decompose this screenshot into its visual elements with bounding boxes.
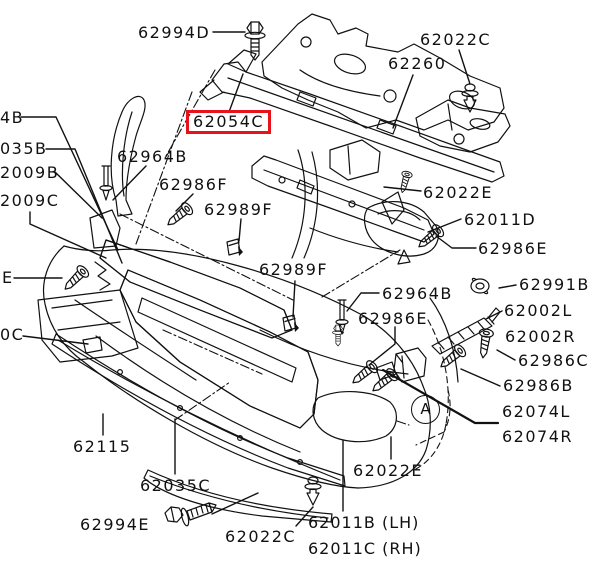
radiator-support-panel [261, 13, 505, 131]
part-label-62991b: 62991B [519, 275, 590, 294]
circled-a-marker: A [411, 395, 440, 424]
grommet-icon [470, 277, 490, 295]
screw-icon [347, 358, 381, 389]
air-guide-bracket [309, 201, 439, 265]
part-label-62022e-2: 62022E [353, 461, 424, 480]
part-label-2009c-partial: 2009C [0, 191, 60, 210]
lower-molding-strip [143, 469, 333, 523]
part-label-62074l: 62074L [502, 402, 571, 421]
bolt-icon [244, 21, 266, 61]
airdam-strip [51, 333, 346, 487]
lower-crossmember [251, 139, 435, 243]
part-label-62002r: 62002R [505, 327, 577, 346]
square-clip-icon [226, 238, 244, 257]
part-label-62260: 62260 [388, 54, 447, 73]
part-label-62022e-1: 62022E [423, 183, 494, 202]
part-label-4b-partial: 4B [0, 108, 25, 127]
part-label-e-partial: E [2, 268, 14, 287]
part-label-62011c-rh: 62011C (RH) [308, 539, 422, 558]
pin-clip-icon [99, 165, 113, 201]
lower-grille-mesh [119, 269, 319, 429]
part-label-62986f: 62986F [159, 175, 229, 194]
part-label-2009b-partial: 2009B [0, 163, 60, 182]
part-label-62002l: 62002L [504, 301, 573, 320]
leader-lines [13, 31, 517, 527]
part-label-62035c: 62035C [140, 476, 212, 495]
part-label-035b-partial: 035B [0, 139, 48, 158]
part-label-62022c-top: 62022C [420, 30, 492, 49]
part-label-62011d: 62011D [464, 210, 537, 229]
fender-edge [89, 95, 146, 291]
screw-icon [162, 200, 196, 231]
part-label-0c-partial: 0C [0, 325, 25, 344]
part-label-62986b: 62986B [503, 376, 574, 395]
part-label-62989f-2: 62989F [259, 260, 329, 279]
license-bracket [37, 289, 139, 363]
part-label-62994e: 62994E [80, 515, 151, 534]
part-label-62964b-2: 62964B [382, 284, 453, 303]
part-label-62986c: 62986C [518, 351, 590, 370]
part-label-62011b-lh: 62011B (LH) [308, 513, 420, 532]
part-label-62986e-2: 62986E [358, 309, 429, 328]
fog-lamp-bracket [375, 297, 459, 446]
screw-icon [59, 263, 92, 295]
part-label-62964b-1: 62964B [117, 147, 188, 166]
square-clip-icon [282, 314, 300, 333]
part-label-62074r: 62074R [502, 427, 574, 446]
push-clip-icon [304, 476, 322, 506]
support-side-bracket [415, 99, 511, 153]
part-label-62989f-1: 62989F [204, 200, 274, 219]
side-hatched-strip [431, 307, 501, 355]
part-label-62986e-1: 62986E [478, 239, 549, 258]
part-label-62994d: 62994D [138, 23, 211, 42]
upper-grille-mesh [99, 239, 293, 339]
part-label-62054c-highlighted: 62054C [186, 110, 272, 134]
bolt-icon [332, 324, 344, 347]
alignment-lines [119, 69, 410, 426]
bolt-icon [164, 502, 217, 527]
part-label-62022c-bottom: 62022C [225, 527, 297, 546]
part-label-62115: 62115 [73, 437, 132, 456]
upper-crossmember [199, 49, 505, 183]
